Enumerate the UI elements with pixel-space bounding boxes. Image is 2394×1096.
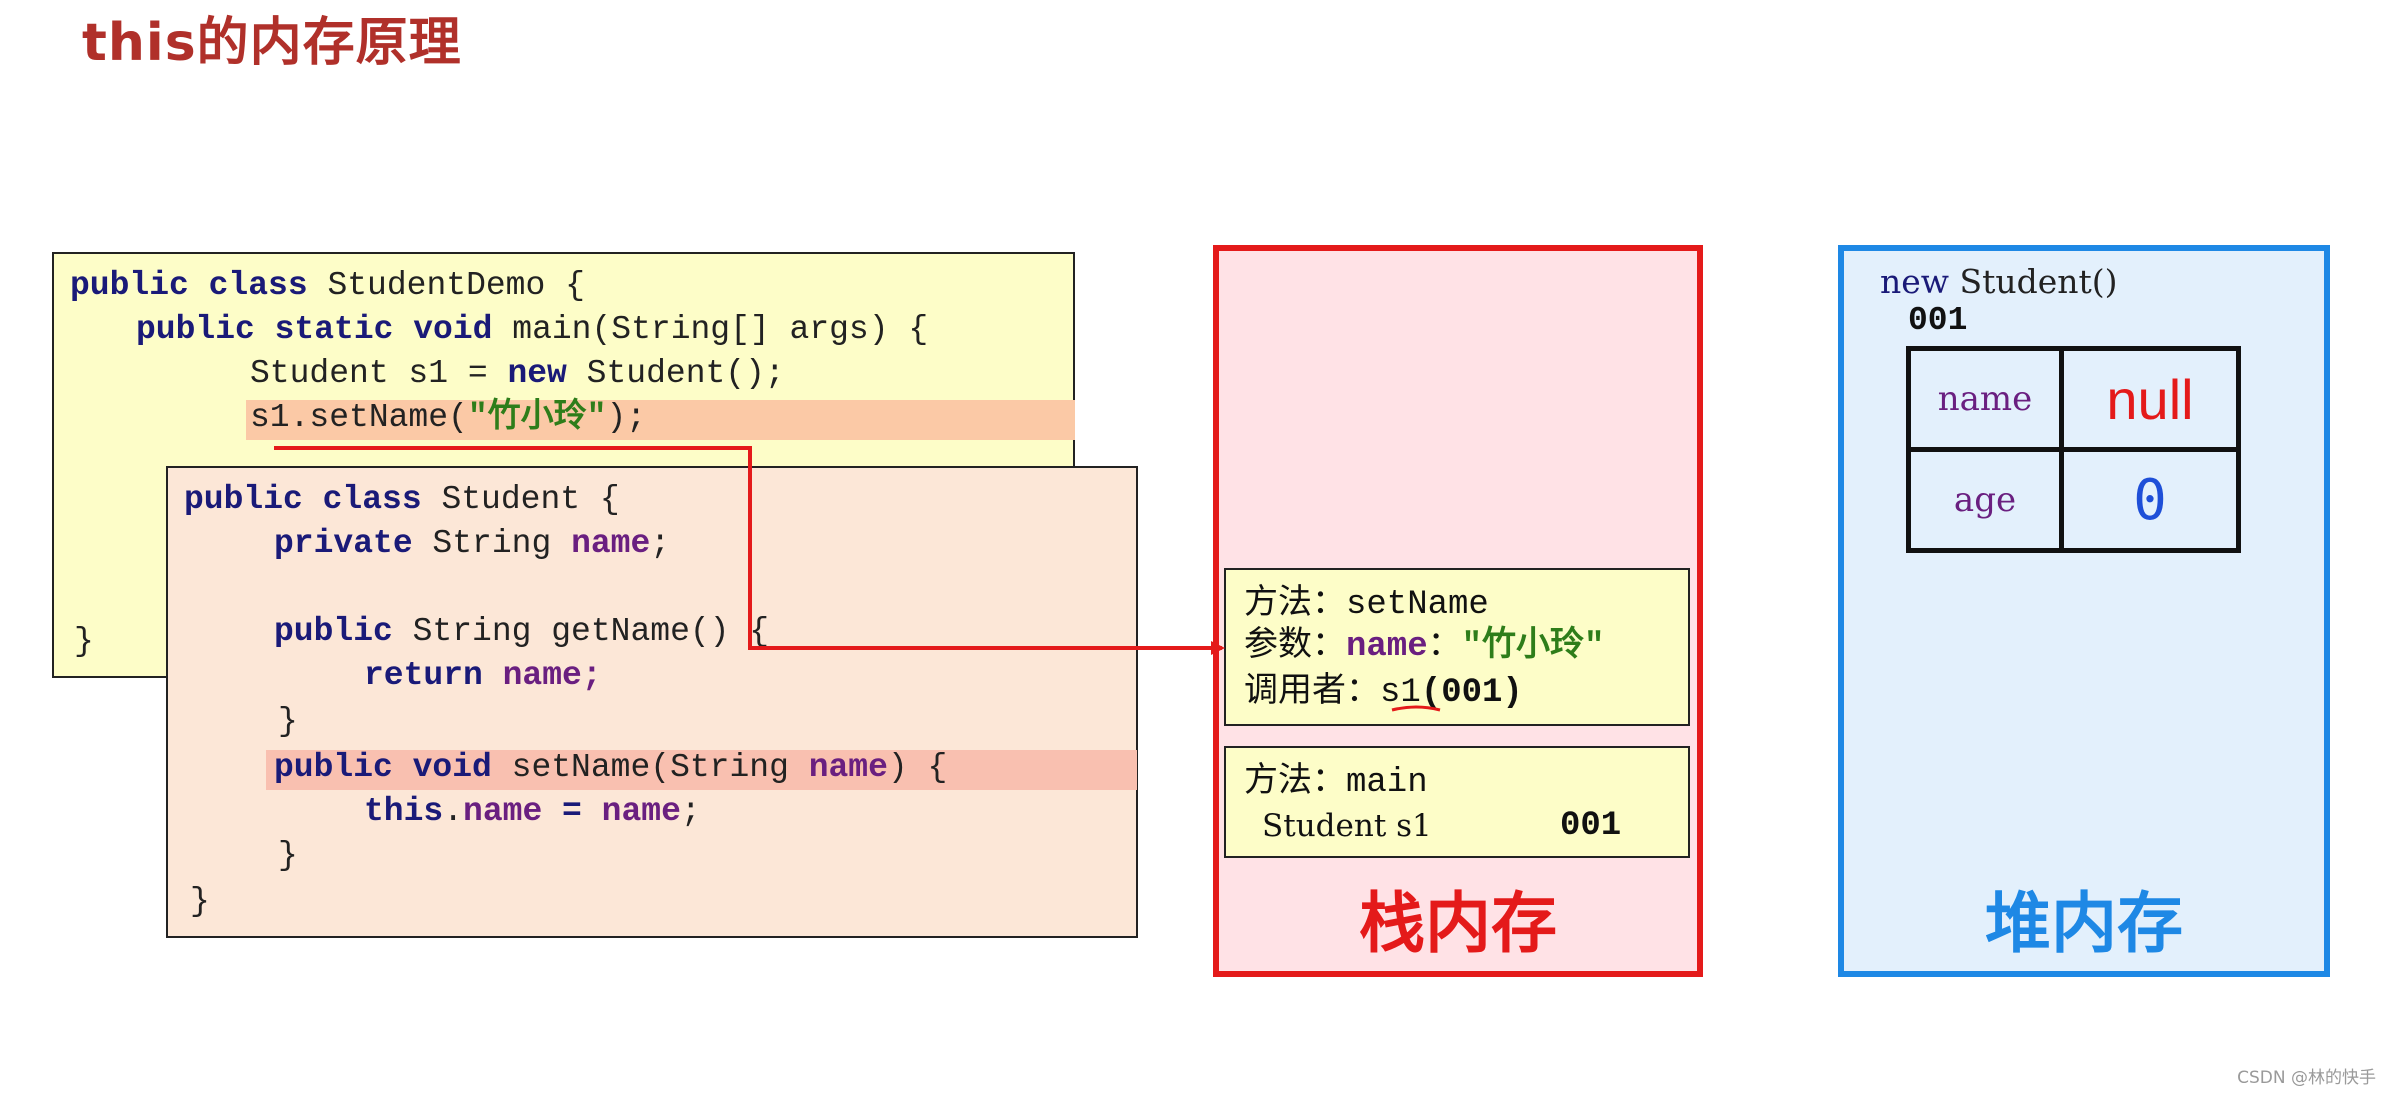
heap-object-address: 001	[1908, 302, 1968, 339]
demo-code-line: Student s1 = new Student();	[250, 355, 785, 392]
student-code-line: }	[278, 703, 298, 740]
stack-frame-main	[1224, 746, 1690, 858]
call-arrow-line	[274, 446, 1225, 655]
watermark: CSDN @林的快手	[2237, 1068, 2376, 1088]
stack-memory-label: 栈内存	[1359, 885, 1557, 962]
heap-field-value: 0	[2059, 447, 2241, 553]
demo-code-line: public class StudentDemo {	[70, 267, 585, 304]
frame-variable-value: 001	[1560, 807, 1622, 845]
heap-field-value: null	[2059, 346, 2241, 452]
frame-method-line: 方法：main	[1244, 760, 1428, 802]
student-code-line: private String name;	[274, 525, 671, 562]
frame-method-line: 方法：setName	[1244, 582, 1489, 624]
student-code-line: public class Student {	[184, 481, 620, 518]
frame-variable-decl: Student s1	[1262, 808, 1432, 844]
student-code-line-setname-method: public void setName(String name) {	[274, 749, 948, 786]
demo-code-line: public static void main(String[] args) {	[136, 311, 929, 348]
demo-code-closing-brace: }	[74, 623, 94, 660]
caller-underline	[1391, 705, 1441, 712]
demo-code-line-setname-call: s1.setName("竹小玲");	[250, 399, 647, 436]
student-code-line: }	[278, 837, 298, 874]
page-title: this的内存原理	[82, 13, 462, 73]
student-code-line: this.name = name;	[364, 793, 701, 830]
frame-param-line: 参数：name："竹小玲"	[1244, 624, 1605, 666]
setname-call-highlight	[246, 400, 1075, 440]
heap-field-name: name	[1906, 346, 2064, 452]
student-code-line: return name;	[364, 657, 602, 694]
heap-field-name: age	[1906, 447, 2064, 553]
student-code-line: }	[190, 883, 210, 920]
heap-object-caption: new Student()	[1880, 262, 2118, 301]
stack-frame-setname	[1224, 568, 1690, 726]
student-code-line: public String getName() {	[274, 613, 770, 650]
setname-method-highlight	[266, 750, 1137, 790]
student-class-code-panel	[166, 466, 1138, 938]
heap-memory-label: 堆内存	[1985, 885, 2183, 962]
